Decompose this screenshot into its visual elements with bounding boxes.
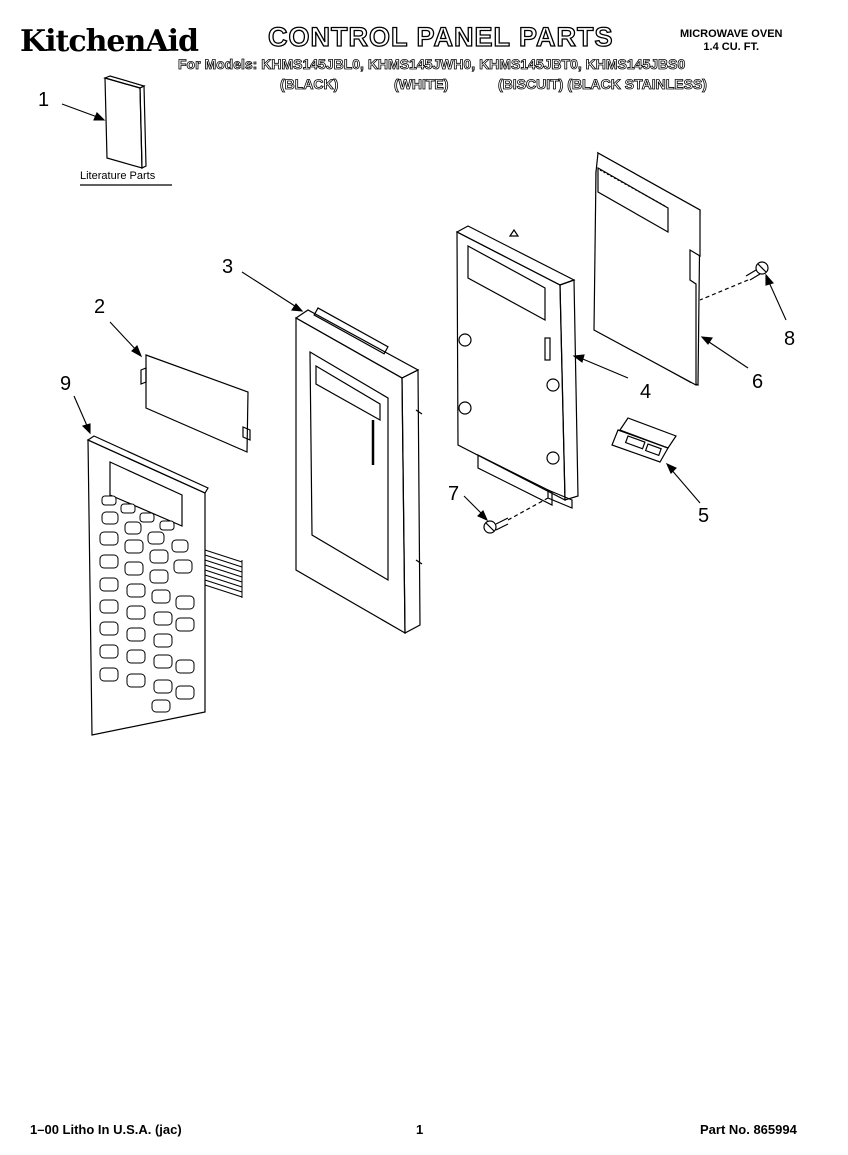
callout-6: 6 [752, 371, 763, 393]
model-list: For Models: KHMS145JBL0, KHMS145JWH0, KH… [178, 56, 686, 73]
finish-biscuit-stainless: (BISCUIT) (BLACK STAINLESS) [498, 76, 708, 93]
part-5-latch [611, 417, 677, 463]
callout-1: 1 [38, 89, 49, 111]
callout-7: 7 [448, 483, 459, 505]
product-capacity: 1.4 CU. FT. [703, 41, 760, 53]
page-title: CONTROL PANEL PARTS [267, 21, 614, 52]
part-3-panel-frame [294, 307, 423, 635]
product-type: MICROWAVE OVEN 1.4 CU. FT. [680, 28, 782, 54]
callout-4: 4 [640, 381, 651, 403]
finish-black: (BLACK) [280, 76, 339, 93]
part-4-housing [455, 225, 579, 509]
callout-9: 9 [60, 373, 71, 395]
part-8-screw [699, 261, 769, 301]
brand-logo: KitchenAid [20, 24, 199, 59]
part-7-screw [483, 497, 549, 534]
callout-3: 3 [222, 256, 233, 278]
footer-litho: 1–00 Litho In U.S.A. (jac) [30, 1122, 182, 1137]
finish-white: (WHITE) [394, 76, 449, 93]
callout-numbers: 1 2 3 4 5 6 7 8 9 [38, 89, 795, 527]
callout-8: 8 [784, 328, 795, 350]
callout-2: 2 [94, 296, 105, 318]
callout-5: 5 [698, 505, 709, 527]
part-6-control-board [593, 151, 701, 387]
literature-parts-label: Literature Parts [80, 170, 156, 182]
part-9-keypad [86, 435, 243, 736]
part-1-literature [80, 75, 172, 186]
leader-arrows [61, 103, 787, 522]
part-2-window [140, 354, 251, 453]
footer-page-number: 1 [416, 1122, 424, 1137]
footer-part-number: Part No. 865994 [700, 1122, 797, 1137]
product-name: MICROWAVE OVEN [680, 28, 783, 40]
